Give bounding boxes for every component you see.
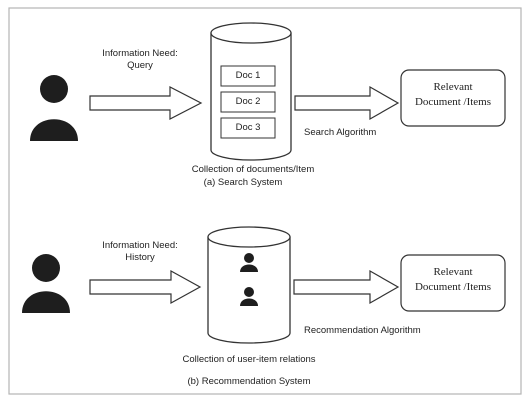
doc-box-3	[220, 117, 276, 139]
result-box-search	[400, 69, 506, 127]
search-system-caption: (a) Search System	[203, 177, 283, 188]
search-algorithm-label: Search Algorithm	[304, 127, 377, 138]
doc-box-2	[220, 91, 276, 113]
arrow-history-to-collection	[89, 269, 202, 305]
person-icon-2	[240, 287, 258, 306]
user-item-cylinder	[207, 226, 291, 344]
search-result-label: Relevant Document /Items	[401, 80, 505, 110]
arrow-query-to-collection	[89, 86, 203, 120]
result-box-recommendation	[400, 254, 506, 312]
rec-result-line-2: Document /Items	[414, 281, 492, 293]
search-info-need-label: Information Need: Query	[84, 48, 196, 72]
search-info-need-title: Information Need:	[102, 48, 178, 59]
rec-result-line-1: Relevant	[433, 266, 473, 278]
arrow-recommendation-to-results	[293, 269, 400, 305]
figure-frame	[8, 7, 522, 395]
rec-collection-label: Collection of user-item relations	[182, 354, 316, 365]
arrow-search-to-results	[294, 85, 400, 121]
search-result-line-2: Document /Items	[414, 96, 492, 108]
doc-label-2: Doc 2	[235, 96, 261, 107]
rec-algorithm-label: Recommendation Algorithm	[304, 325, 421, 336]
rec-info-need-label: Information Need: History	[84, 240, 196, 264]
doc-label-1: Doc 1	[235, 70, 261, 81]
user-icon-recommendation	[22, 254, 70, 313]
doc-label-3: Doc 3	[235, 122, 261, 133]
search-info-need-value: Query	[127, 60, 153, 71]
rec-info-need-title: Information Need:	[102, 240, 178, 251]
search-result-line-1: Relevant	[433, 81, 473, 93]
user-icon-search	[30, 75, 78, 141]
search-collection-label: Collection of documents/Item	[191, 164, 315, 175]
rec-result-label: Relevant Document /Items	[401, 265, 505, 295]
person-icon-1	[240, 253, 258, 272]
rec-system-caption: (b) Recommendation System	[187, 376, 311, 387]
doc-box-1	[220, 65, 276, 87]
rec-info-need-value: History	[125, 252, 155, 263]
